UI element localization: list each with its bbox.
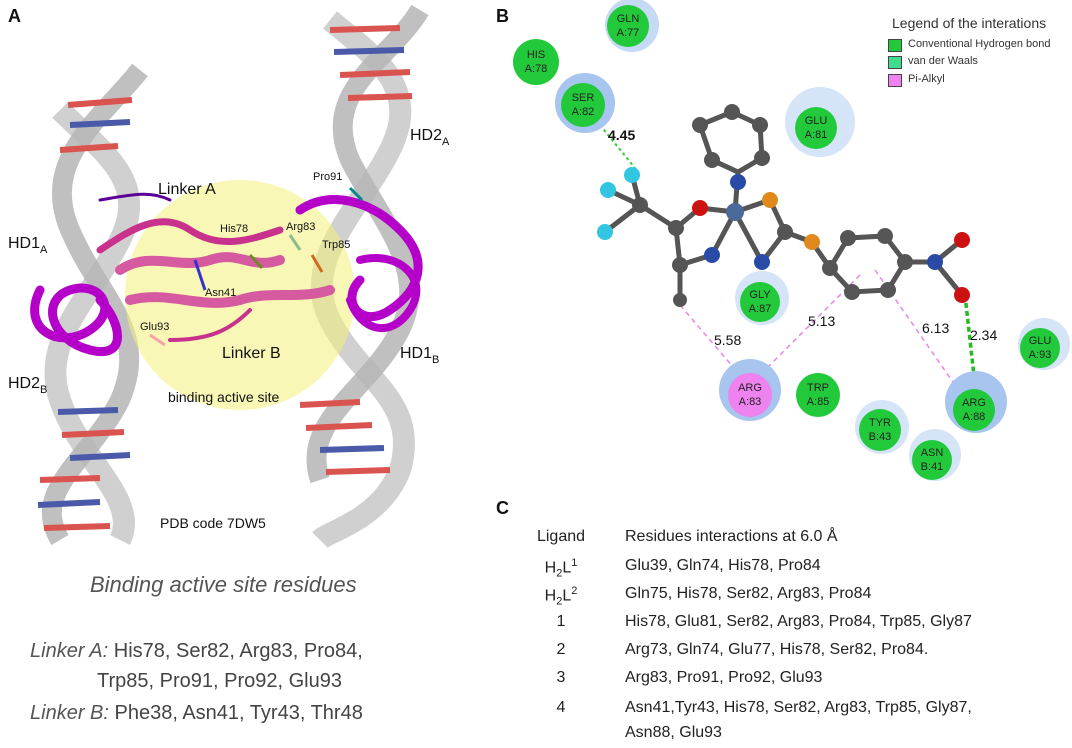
distance-label-5-13: 5.13 — [808, 313, 835, 329]
label-hd2a: HD2A — [410, 127, 450, 148]
label-hd2b: HD2B — [8, 375, 47, 396]
label-hd1a: HD1A — [8, 235, 48, 256]
svg-text:ASN: ASN — [921, 447, 944, 459]
residue-asn41: ASN B:41 — [909, 429, 961, 481]
svg-text:B:41: B:41 — [921, 461, 944, 473]
residue-arg88: ARG A:88 — [945, 371, 1007, 433]
legend-swatch-vdw — [888, 56, 902, 69]
svg-text:A:88: A:88 — [963, 411, 986, 423]
svg-text:A:93: A:93 — [1029, 349, 1052, 361]
linker-a-residues-text1: His78, Ser82, Arg83, Pro84, — [113, 640, 363, 662]
residue-glu93: GLU A:93 — [1018, 318, 1070, 370]
legend-swatch-hbond — [888, 39, 902, 52]
svg-text:TYR: TYR — [869, 417, 891, 429]
legend-label-hbond: Conventional Hydrogen bond — [908, 38, 1051, 50]
linker-a-label: Linker A: — [30, 640, 109, 662]
svg-text:TRP: TRP — [807, 382, 829, 394]
linker-a-residues-line2: Trp85, Pro91, Pro92, Glu93 — [97, 670, 342, 692]
svg-text:A:82: A:82 — [572, 106, 595, 118]
linker-b-label: Linker B: — [30, 702, 109, 724]
linker-b-residues-text: Phe38, Asn41, Tyr43, Thr48 — [114, 702, 363, 724]
legend-swatch-pialkyl — [888, 74, 902, 87]
label-pro91: Pro91 — [313, 171, 342, 183]
svg-text:ARG: ARG — [962, 397, 986, 409]
label-arg83: Arg83 — [286, 221, 315, 233]
table-row-ligand: 4 — [556, 699, 566, 716]
svg-text:HIS: HIS — [527, 49, 545, 61]
svg-text:GLN: GLN — [617, 13, 640, 25]
panel-c-letter: C — [496, 498, 509, 518]
label-glu93: Glu93 — [140, 321, 169, 333]
label-linker-b: Linker B — [222, 345, 281, 362]
side-chains — [149, 186, 364, 347]
table-row-ligand: 3 — [556, 669, 566, 686]
table-row-residues-continued: Asn88, Glu93 — [625, 724, 722, 741]
table-row-residues: Glu39, Gln74, His78, Pro84 — [625, 557, 821, 574]
svg-text:A:77: A:77 — [617, 27, 640, 39]
label-trp85: Trp85 — [322, 239, 350, 251]
residue-arg83: ARG A:83 — [719, 359, 781, 421]
distance-label-ser82: 4.45 — [608, 127, 635, 143]
svg-text:GLY: GLY — [749, 289, 771, 301]
svg-text:GLU: GLU — [805, 115, 828, 127]
svg-text:A:81: A:81 — [805, 129, 828, 141]
legend-title: Legend of the interations — [892, 15, 1047, 31]
ligand-atoms — [597, 104, 970, 307]
table-row-ligand: 2 — [556, 641, 566, 658]
residue-gln77: GLN A:77 — [605, 0, 659, 52]
label-his78: His78 — [220, 223, 248, 235]
svg-text:A:85: A:85 — [807, 396, 830, 408]
panel-a-letter: A — [8, 6, 21, 26]
label-binding-site: binding active site — [168, 389, 280, 405]
residue-his78: HIS A:78 — [513, 39, 559, 85]
svg-text:B:43: B:43 — [869, 431, 892, 443]
table-header-ligand: Ligand — [536, 528, 586, 545]
dna-helix-left — [37, 63, 148, 546]
table-header-residues: Residues interactions at 6.0 Å — [625, 528, 838, 545]
linker-b-residues-line: Linker B: Phe38, Asn41, Tyr43, Thr48 — [30, 702, 363, 725]
pialkyl-2 — [759, 274, 861, 376]
svg-text:A:87: A:87 — [749, 303, 772, 315]
label-asn41: Asn41 — [205, 287, 236, 299]
residue-ser82: SER A:82 — [555, 73, 615, 133]
binding-residues-title: Binding active site residues — [90, 572, 357, 597]
linker-a-residues-line1: Linker A: His78, Ser82, Arg83, Pro84, — [30, 640, 363, 663]
protein-ribbons — [30, 192, 423, 357]
panel-b-letter: B — [496, 6, 509, 26]
interaction-lines — [599, 124, 977, 386]
table-row-ligand: H2L2 — [544, 585, 578, 608]
table-row-residues: Arg83, Pro91, Pro92, Glu93 — [625, 669, 823, 686]
legend-label-pialkyl: Pi-Alkyl — [908, 73, 945, 85]
svg-text:GLU: GLU — [1029, 335, 1052, 347]
legend-label-vdw: van der Waals — [908, 55, 978, 67]
table-row-residues: Arg73, Gln74, Glu77, His78, Ser82, Pro84… — [625, 641, 929, 658]
svg-text:SER: SER — [572, 92, 595, 104]
svg-text:ARG: ARG — [738, 382, 762, 394]
table-row-residues: His78, Glu81, Ser82, Arg83, Pro84, Trp85… — [625, 613, 972, 630]
svg-text:A:83: A:83 — [739, 396, 762, 408]
residue-tyr43: TYR B:43 — [855, 400, 909, 454]
residue-glu81: GLU A:81 — [785, 87, 855, 157]
table-row-residues: Asn41,Tyr43, His78, Ser82, Arg83, Trp85,… — [625, 699, 972, 716]
svg-text:A:78: A:78 — [525, 63, 548, 75]
distance-label-6-13: 6.13 — [922, 320, 949, 336]
panel-a-illustration: Linker A Linker B binding active site PD… — [8, 4, 450, 549]
label-pdb-code: PDB code 7DW5 — [160, 515, 266, 531]
table-row-ligand: H2L1 — [544, 557, 578, 580]
distance-label-2-34: 2.34 — [970, 327, 997, 343]
residue-gly87: GLY A:87 — [735, 271, 789, 325]
label-hd1b: HD1B — [400, 345, 439, 366]
residue-trp85: TRP A:85 — [796, 373, 840, 417]
panel-b-interaction-diagram: GLN A:77 HIS A:78 SER A:82 GLU A:81 GLY … — [513, 0, 1070, 481]
table-row-ligand: 1 — [556, 613, 566, 630]
label-linker-a: Linker A — [158, 181, 216, 198]
pialkyl-1 — [679, 304, 741, 376]
hbond-arg88 — [963, 294, 977, 386]
table-row-residues: Gln75, His78, Ser82, Arg83, Pro84 — [625, 585, 872, 602]
distance-label-5-58: 5.58 — [714, 332, 741, 348]
